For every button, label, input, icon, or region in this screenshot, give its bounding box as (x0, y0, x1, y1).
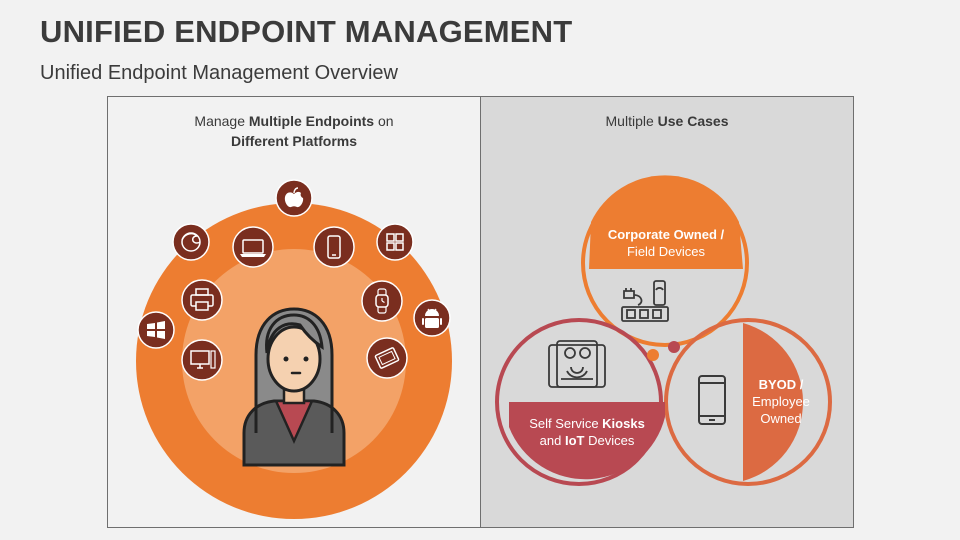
tablet-icon (366, 337, 408, 379)
printer-icon (181, 279, 223, 321)
use-cases-panel-title: Multiple Use Cases (605, 113, 729, 129)
person-illustration (242, 307, 346, 467)
byod-label: BYOD / Employee Owned (752, 377, 810, 426)
smartwatch-icon (361, 280, 403, 322)
use-cases-panel: Multiple Use Cases (481, 96, 854, 528)
connector-dot-red (668, 341, 680, 353)
smartphone-icon (313, 226, 355, 268)
corporate-segment (589, 175, 743, 269)
laptop-icon (232, 226, 274, 268)
byod-ring (664, 318, 832, 486)
page-subtitle: Unified Endpoint Management Overview (40, 62, 398, 84)
endpoints-panel-title: Manage Multiple Endpoints on Different P… (194, 113, 394, 149)
kiosk-segment (509, 402, 665, 480)
plug-router-icon (621, 280, 669, 322)
android-icon (413, 299, 451, 337)
page-title: UNIFIED ENDPOINT MANAGEMENT (40, 14, 573, 49)
desktop-icon (181, 339, 223, 381)
byod-segment (743, 323, 804, 481)
corporate-owned-label: Corporate Owned / Field Devices (607, 227, 725, 259)
kiosk-icon (548, 340, 606, 388)
use-cases-venn-diagram (495, 175, 832, 486)
firefox-icon (172, 223, 210, 261)
windows-icon (376, 223, 414, 261)
endpoint-circle-diagram (136, 179, 452, 519)
phone-outline-icon (698, 375, 726, 425)
self-service-kiosk-label: Self Service Kiosks and IoT Devices (529, 416, 645, 448)
apple-icon (275, 179, 313, 217)
windows-small-icon (137, 311, 175, 349)
connector-dot-orange (647, 349, 659, 361)
endpoints-panel: Manage Multiple Endpoints on Different P… (107, 96, 481, 528)
